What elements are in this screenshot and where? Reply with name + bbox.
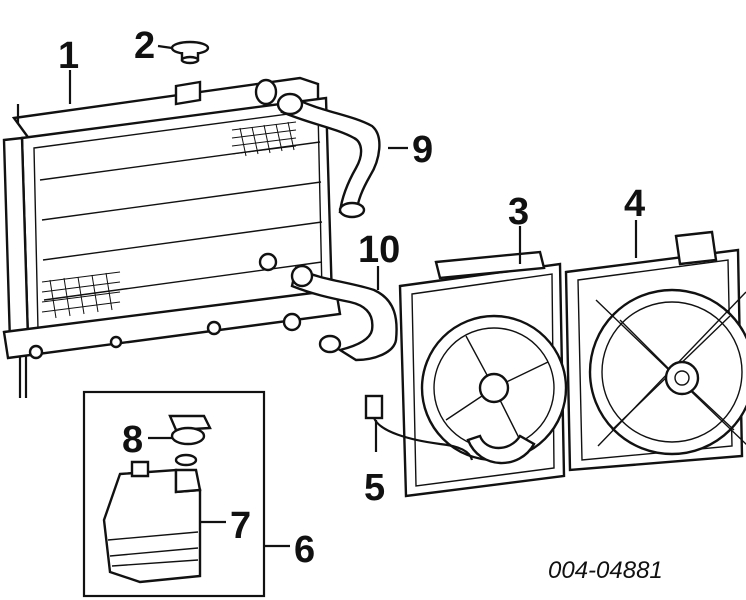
reservoir-tank <box>102 460 202 584</box>
leader-lines <box>68 44 638 548</box>
diagram-code: 004-04881 <box>548 557 663 584</box>
callout-7: 7 <box>230 505 251 547</box>
callout-1: 1 <box>58 35 79 77</box>
callout-4: 4 <box>624 183 645 225</box>
reservoir-cap <box>168 414 212 467</box>
upper-hose <box>276 92 381 219</box>
callout-3: 3 <box>508 191 529 233</box>
core-hatch-bottom <box>41 271 121 319</box>
core-hatch-top <box>231 121 297 157</box>
reservoir-box <box>82 390 266 598</box>
fan-shroud-3 <box>398 250 568 498</box>
callout-10: 10 <box>358 229 400 271</box>
callout-6: 6 <box>294 529 315 571</box>
radiator-cap <box>170 40 210 65</box>
callout-8: 8 <box>122 419 143 461</box>
lower-hose <box>258 252 398 362</box>
callout-2: 2 <box>134 25 155 67</box>
fan-connector <box>364 394 474 461</box>
callout-9: 9 <box>412 129 433 171</box>
callout-5: 5 <box>364 467 385 509</box>
radiator <box>2 76 342 398</box>
fan-assembly-4 <box>564 230 746 472</box>
